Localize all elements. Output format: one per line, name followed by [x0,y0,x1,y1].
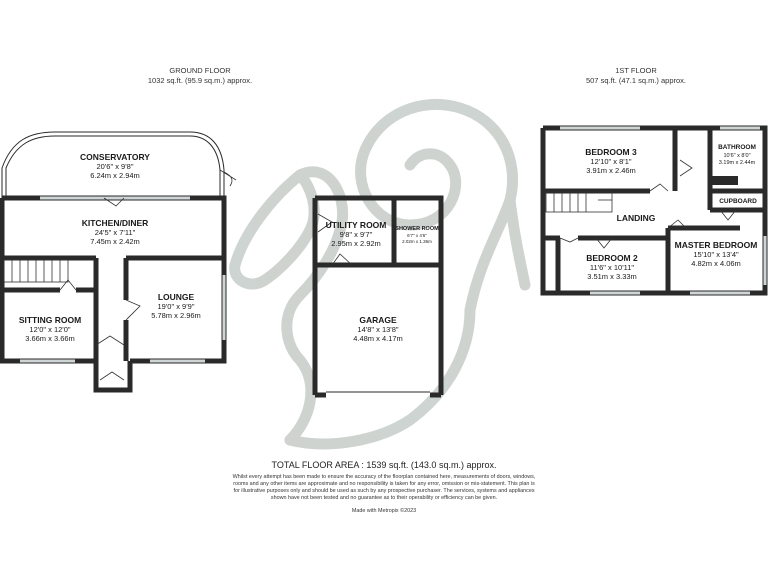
bedroom3-metric: 3.91m x 2.46m [586,166,636,175]
utility-metric: 2.95m x 2.92m [331,239,381,248]
utility-name: UTILITY ROOM [326,220,387,230]
bedroom2-imperial: 11'6" x 10'11" [590,263,635,272]
kitchen-imperial: 24'5" x 7'11" [95,228,136,237]
garage-metric: 4.48m x 4.17m [353,334,403,343]
made-with-credit: Made with Metropix ©2023 [351,508,417,514]
first-floor-title: 1ST FLOOR [615,66,657,75]
cupboard-name: CUPBOARD [719,198,757,205]
first-floor-area: 507 sq.ft. (47.1 sq.m.) approx. [586,76,686,85]
room-bathroom: BATHROOM 10'6" x 8'0" 3.19m x 2.44m [718,144,756,166]
bathroom-imperial: 10'6" x 8'0" [723,153,750,159]
lounge-name: LOUNGE [158,292,195,302]
bedroom2-name: BEDROOM 2 [586,253,638,263]
first-floor-plan [540,125,768,296]
garage-name: GARAGE [359,315,397,325]
ground-floor-area: 1032 sq.ft. (95.9 sq.m.) approx. [148,76,252,85]
master-name: MASTER BEDROOM [675,240,758,250]
bedroom3-name: BEDROOM 3 [585,147,637,157]
bedroom3-imperial: 12'10" x 8'1" [590,157,631,166]
conservatory-outline [1,131,225,198]
garage-block [312,195,444,398]
master-metric: 4.82m x 4.06m [691,259,741,268]
room-sitting: SITTING ROOM 12'0" x 12'0" 3.66m x 3.66m [19,315,81,343]
room-kitchen: KITCHEN/DINER 24'5" x 7'11" 7.45m x 2.42… [82,218,149,246]
room-lounge: LOUNGE 19'0" x 9'9" 5.78m x 2.96m [151,292,201,320]
bathroom-metric: 3.19m x 2.44m [719,160,756,166]
ground-floor-title: GROUND FLOOR [169,66,231,75]
utility-imperial: 9'8" x 9'7" [340,230,373,239]
first-floor-stairs [545,191,613,213]
total-floor-area: TOTAL FLOOR AREA : 1539 sq.ft. (143.0 sq… [271,460,497,470]
ground-stairs [3,259,69,283]
shower-name: SHOWER ROOM [395,226,439,232]
sitting-imperial: 12'0" x 12'0" [29,325,70,334]
squirrel-watermark-logo [229,99,531,450]
room-garage: GARAGE 14'8" x 13'8" 4.48m x 4.17m [353,315,403,343]
master-imperial: 15'10" x 13'4" [693,250,739,259]
shower-metric: 2.02m x 1.36m [402,239,432,244]
kitchen-name: KITCHEN/DINER [82,218,149,228]
room-utility: UTILITY ROOM 9'8" x 9'7" 2.95m x 2.92m [326,220,387,248]
lounge-imperial: 19'0" x 9'9" [158,302,195,311]
kitchen-metric: 7.45m x 2.42m [90,237,140,246]
shower-imperial: 6'7" x 4'6" [407,233,427,238]
room-shower: SHOWER ROOM 6'7" x 4'6" 2.02m x 1.36m [395,226,439,244]
conservatory-imperial: 20'6" x 9'8" [97,162,134,171]
conservatory-name: CONSERVATORY [80,152,150,162]
sitting-metric: 3.66m x 3.66m [25,334,75,343]
ground-floor-plan [0,131,237,393]
landing-name: LANDING [617,213,656,223]
room-conservatory: CONSERVATORY 20'6" x 9'8" 6.24m x 2.94m [80,152,150,180]
bathroom-name: BATHROOM [718,144,756,151]
lounge-metric: 5.78m x 2.96m [151,311,201,320]
sitting-name: SITTING ROOM [19,315,81,325]
disclaimer-text: Whilst every attempt has been made to en… [232,474,536,501]
room-bedroom3: BEDROOM 3 12'10" x 8'1" 3.91m x 2.46m [585,147,637,175]
room-bedroom2: BEDROOM 2 11'6" x 10'11" 3.51m x 3.33m [586,253,638,281]
garage-imperial: 14'8" x 13'8" [357,325,398,334]
conservatory-metric: 6.24m x 2.94m [90,171,140,180]
bedroom2-metric: 3.51m x 3.33m [587,272,637,281]
room-master-bedroom: MASTER BEDROOM 15'10" x 13'4" 4.82m x 4.… [675,240,758,268]
